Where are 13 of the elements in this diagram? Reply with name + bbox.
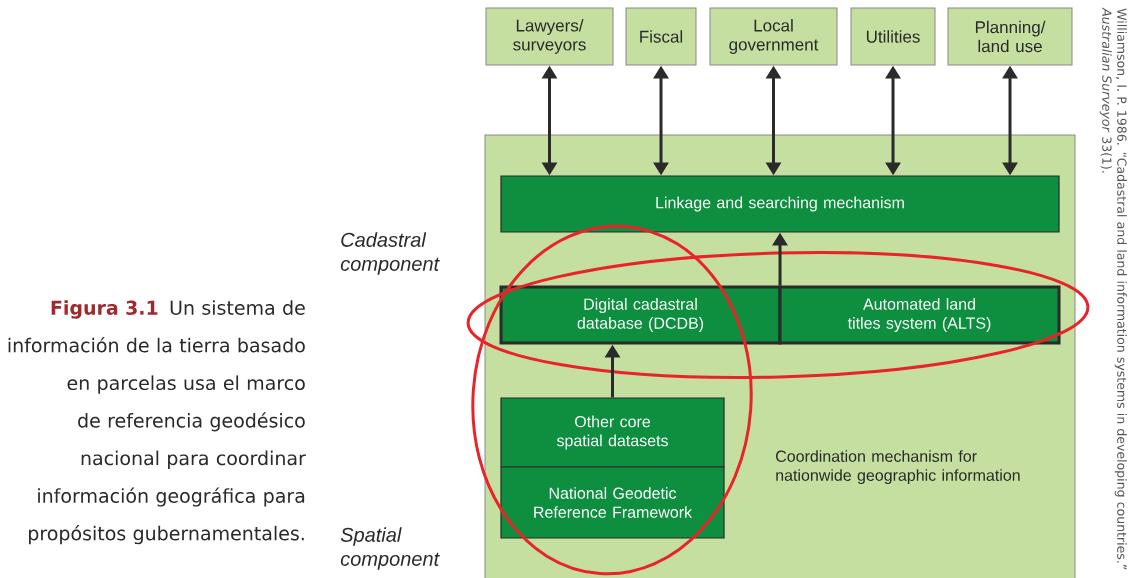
database-box: Digital cadastral database (DCDB) (499, 285, 782, 345)
user-box: Fiscal (625, 7, 697, 66)
database-box: Automated land titles system (ALTS) (778, 285, 1061, 345)
component-label: Cadastral component (340, 232, 440, 275)
user-box: Local government (709, 7, 838, 66)
figure-caption: Figura 3.1 Un sistema de información de la tierra basado en parcelas usa el marco de referencia geodésico nacional para coordinar información geográfica para propósitos gubernamentales. (8, 300, 306, 545)
user-box: Planning/ land use (947, 7, 1073, 66)
user-box: Lawyers/ surveyors (485, 7, 614, 66)
process-box: National Geodetic Reference Framework (500, 466, 725, 539)
process-box: Linkage and searching mechanism (500, 175, 1060, 233)
process-box: Other core spatial datasets (500, 397, 725, 468)
component-label: Spatial component (340, 527, 440, 570)
user-box: Utilities (850, 7, 936, 66)
